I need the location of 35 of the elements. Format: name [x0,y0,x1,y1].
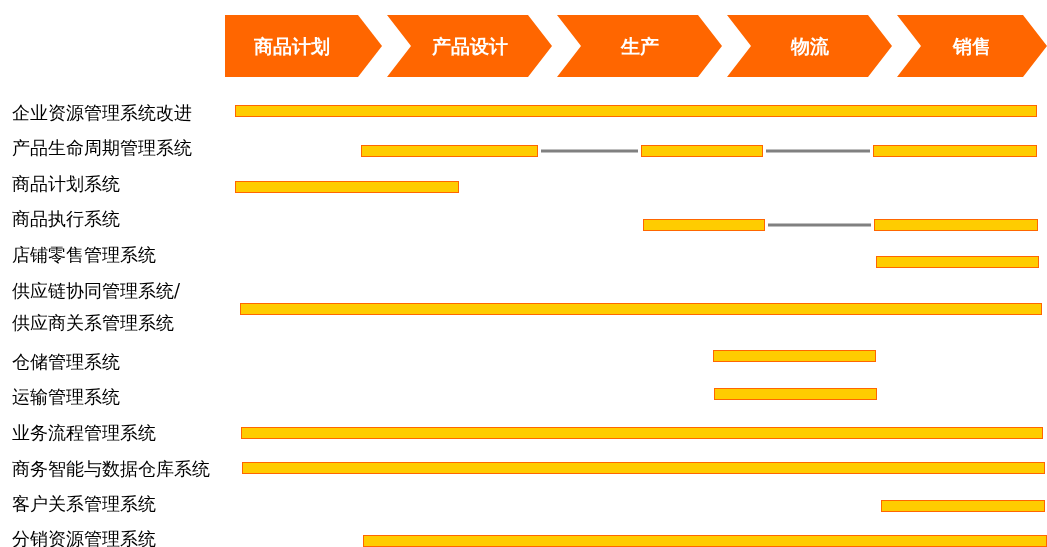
connector-line [766,149,870,153]
row-label: 商品执行系统 [12,207,120,231]
timeline-bar [242,462,1045,474]
row-label: 仓储管理系统 [12,350,120,374]
timeline-bar [641,145,763,157]
row-label: 商务智能与数据仓库系统 [12,457,210,481]
stage-header: 物流 [727,15,892,77]
row-label: 业务流程管理系统 [12,421,156,445]
row-label: 供应链协同管理系统/供应商关系管理系统 [12,279,182,335]
timeline-bar [361,145,538,157]
row-label: 运输管理系统 [12,385,120,409]
stage-header: 产品设计 [387,15,552,77]
stage-header: 商品计划 [225,15,382,77]
timeline-bar [240,303,1042,315]
connector-line [768,223,871,227]
stage-header: 生产 [557,15,722,77]
row-label: 产品生命周期管理系统 [12,136,192,160]
row-label: 商品计划系统 [12,172,120,196]
timeline-bar [235,105,1037,117]
row-label: 客户关系管理系统 [12,492,156,516]
stage-header: 销售 [897,15,1047,77]
row-label: 企业资源管理系统改进 [12,101,192,125]
timeline-bar [713,350,876,362]
connector-line [541,149,638,153]
timeline-bar [876,256,1039,268]
row-label: 店铺零售管理系统 [12,243,156,267]
timeline-bar [235,181,459,193]
timeline-bar [881,500,1045,512]
timeline-bar [873,145,1037,157]
timeline-bar [874,219,1038,231]
timeline-bar [714,388,877,400]
timeline-bar [363,535,1047,547]
timeline-bar [643,219,765,231]
row-label: 分销资源管理系统 [12,527,156,547]
timeline-bar [241,427,1043,439]
